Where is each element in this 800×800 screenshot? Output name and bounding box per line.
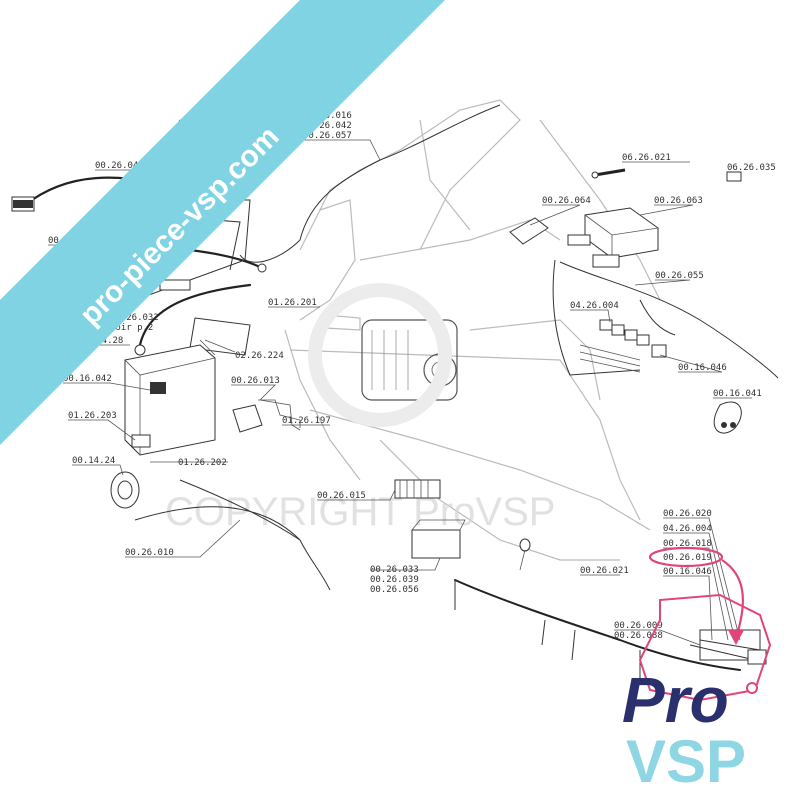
label-01-26-197: 01.26.197 bbox=[282, 416, 331, 426]
label-00-26-039: 00.26.039 bbox=[370, 575, 419, 585]
label-00-26-055: 00.26.055 bbox=[655, 271, 704, 281]
harness-00-26-036 bbox=[13, 246, 267, 295]
label-00-26-018: 00.26.018 bbox=[663, 539, 712, 549]
provsp-logo: Pro VSP bbox=[622, 593, 772, 795]
label-00-26-015: 00.26.015 bbox=[317, 491, 366, 501]
label-06-26-035: 06.26.035 bbox=[727, 163, 776, 173]
label-00-26-01: 00.26.01 bbox=[130, 206, 173, 216]
fusebox-00-26-015 bbox=[394, 479, 441, 499]
grommet-00-26-021 bbox=[519, 538, 531, 552]
label-00-14-24: 00.14.24 bbox=[72, 456, 115, 466]
label-00-26-088: 00.26.088 bbox=[614, 631, 663, 641]
label-00-26-056: 00.26.056 bbox=[370, 585, 419, 595]
ecu-00-26-063 bbox=[567, 207, 659, 268]
label-00-26-032: 00.26.032 bbox=[110, 313, 159, 323]
label-06-26-021: 06.26.021 bbox=[622, 153, 671, 163]
harness-00-26-055 bbox=[552, 259, 779, 379]
label-00-26-042: 00.26.042 bbox=[303, 121, 352, 131]
clip-06-26-035 bbox=[726, 171, 742, 182]
label-00-26-016: 00.26.016 bbox=[303, 111, 352, 121]
label-00-26-063: 00.26.063 bbox=[654, 196, 703, 206]
label-01-26-201: 01.26.201 bbox=[268, 298, 317, 308]
label-00-26-064: 00.26.064 bbox=[542, 196, 591, 206]
ring-00-17-010 bbox=[225, 143, 255, 163]
label-00-16-042: 00.16.042 bbox=[63, 374, 112, 384]
label-00-16-041: 00.16.041 bbox=[713, 389, 762, 399]
copyright-watermark: COPYRIGHT ProVSP bbox=[165, 490, 555, 534]
logo-pro-text: Pro bbox=[622, 664, 729, 736]
key-fob-00-16-041 bbox=[713, 401, 742, 434]
highlight-marker bbox=[648, 546, 744, 645]
label-01-26-203: 01.26.203 bbox=[68, 411, 117, 421]
label-00-26-041: 00.26.041 bbox=[95, 161, 144, 171]
label-00-17-010: 00.17.010 bbox=[178, 119, 227, 129]
logo-vsp-text: VSP bbox=[626, 728, 746, 795]
label-00-26-036: 00.26.036 bbox=[48, 236, 97, 246]
label-voir-p2: voir p.2 bbox=[110, 323, 153, 333]
battery bbox=[124, 344, 216, 456]
label-00-14-28: 00.14.28 bbox=[80, 336, 123, 346]
label-00-26-033: 00.26.033 bbox=[370, 565, 419, 575]
label-00-26-010: 00.26.010 bbox=[125, 548, 174, 558]
label-00-16-046-b: 00.16.046 bbox=[663, 567, 712, 577]
label-00-26-019: 00.26.019 bbox=[663, 553, 712, 563]
label-00-26-057: 00.26.057 bbox=[303, 131, 352, 141]
harness-00-26-010 bbox=[134, 506, 331, 591]
label-04-26-004: 04.26.004 bbox=[570, 301, 619, 311]
label-00-26-020: 00.26.020 bbox=[663, 509, 712, 519]
label-00-16-046: 00.16.046 bbox=[678, 363, 727, 373]
harness-00-26-016 bbox=[239, 104, 501, 263]
remote-00-26-064 bbox=[509, 217, 549, 245]
label-01-26-202: 01.26.202 bbox=[178, 458, 227, 468]
harness-00-26-010-branch bbox=[179, 479, 301, 541]
label-00-26-009: 00.26.009 bbox=[614, 621, 663, 631]
label-00-26-021: 00.26.021 bbox=[580, 566, 629, 576]
label-02-26-224: 02.26.224 bbox=[235, 351, 284, 361]
module-00-26-033 bbox=[411, 519, 466, 559]
connector-block-04-26-004 bbox=[579, 319, 667, 373]
clip-06-26-021 bbox=[591, 168, 626, 179]
label-04-26-004-b: 04.26.004 bbox=[663, 524, 712, 534]
label-00-26-013: 00.26.013 bbox=[231, 376, 280, 386]
horn-00-14-24 bbox=[110, 471, 140, 509]
